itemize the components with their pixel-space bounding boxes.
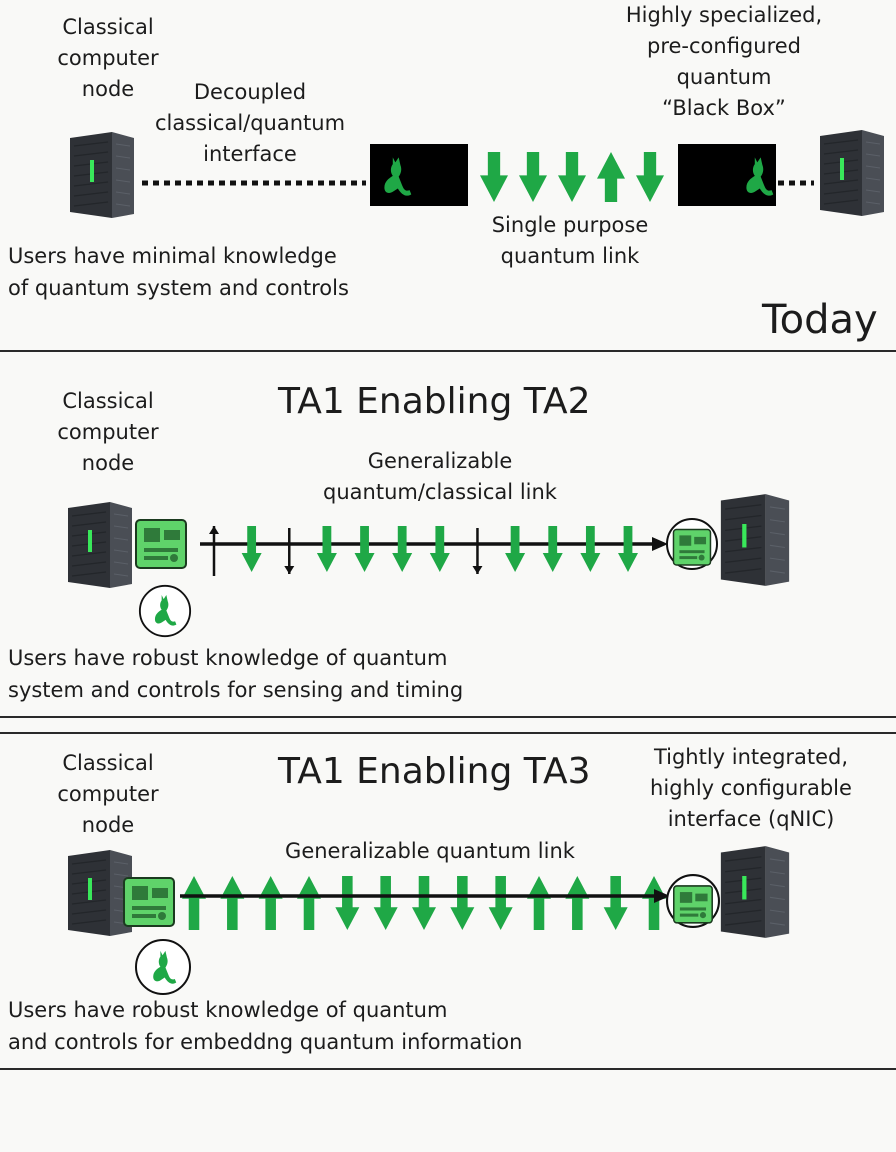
node-label: Classical computer node: [57, 751, 159, 837]
panel-ta2: Classical computer node TA1 Enabling TA2…: [0, 366, 896, 718]
node-label: Classical computer node: [57, 15, 159, 101]
arrow-down-icon: [429, 526, 450, 572]
server-icon: [716, 492, 794, 588]
arrow-up-icon: [565, 876, 590, 930]
arrow-down-icon: [519, 152, 547, 202]
arrow-up-icon: [597, 152, 625, 202]
cat-icon: [134, 938, 192, 996]
users-text: Users have robust knowledge of quantum a…: [8, 998, 523, 1054]
link-arrowhead-icon: [652, 537, 668, 551]
chip-icon: [122, 876, 176, 928]
panel-today: Classical computer node Decoupled classi…: [0, 0, 896, 352]
classical-arrow-down-icon: [284, 566, 295, 574]
server-icon: [64, 500, 136, 590]
blackbox-left: [370, 144, 468, 206]
users-text: Users have minimal knowledge of quantum …: [8, 244, 349, 300]
server-icon: [716, 844, 794, 940]
link-label: Single purpose quantum link: [491, 213, 649, 268]
arrow-down-icon: [241, 526, 262, 572]
node-label: Classical computer node: [57, 389, 159, 475]
quantum-link-arrows: [480, 152, 664, 202]
arrow-up-icon: [182, 876, 206, 930]
panel-title: TA1 Enabling TA3: [278, 751, 591, 792]
arrow-down-icon: [636, 152, 664, 202]
users-text: Users have robust knowledge of quantum s…: [8, 646, 464, 702]
arrow-down-icon: [558, 152, 586, 202]
divider: [0, 732, 896, 734]
qnic-label: Tightly integrated, highly configurable …: [650, 745, 852, 831]
arrow-down-icon: [373, 876, 398, 930]
chip-icon: [666, 874, 720, 928]
link-label: Generalizable quantum link: [285, 839, 575, 863]
cat-icon: [138, 584, 192, 638]
arrow-down-icon: [450, 876, 475, 930]
arrow-down-icon: [505, 526, 526, 572]
arrow-down-icon: [354, 526, 375, 572]
blackbox-label: Highly specialized, pre-configured quant…: [625, 3, 823, 120]
era-label: Today: [762, 297, 878, 343]
arrow-up-icon: [220, 876, 245, 930]
server-icon: [816, 128, 888, 218]
link-arrowhead-icon: [654, 889, 670, 903]
right-dotted-line: [776, 172, 816, 186]
arrow-down-icon: [488, 876, 513, 930]
arrow-down-icon: [618, 526, 638, 572]
server-icon: [66, 130, 138, 220]
panel-ta3: Classical computer node TA1 Enabling TA3…: [0, 732, 896, 1070]
quantum-classical-link: [200, 526, 668, 576]
classical-arrow-down-icon: [472, 566, 483, 574]
arrow-down-icon: [412, 876, 436, 930]
chip-icon: [666, 518, 718, 570]
quantum-link: [180, 876, 670, 930]
arrow-down-icon: [392, 526, 413, 572]
arrow-down-icon: [580, 526, 601, 572]
arrow-down-icon: [335, 876, 360, 930]
divider: [0, 716, 896, 718]
interface-dotted-line: [140, 172, 368, 186]
chip-icon: [134, 518, 188, 570]
divider: [0, 1068, 896, 1070]
arrow-up-icon: [527, 876, 551, 930]
arrow-down-icon: [542, 526, 563, 572]
panel-title: TA1 Enabling TA2: [278, 381, 591, 422]
arrow-down-icon: [603, 876, 628, 930]
interface-label: Decoupled classical/quantum interface: [154, 80, 346, 166]
link-label: Generalizable quantum/classical link: [323, 449, 557, 504]
classical-arrow-up-icon: [209, 526, 219, 534]
arrow-down-icon: [480, 152, 508, 202]
divider: [0, 350, 896, 352]
blackbox-right: [678, 144, 776, 206]
arrow-up-icon: [258, 876, 283, 930]
arrow-down-icon: [316, 526, 337, 572]
arrow-up-icon: [297, 876, 321, 930]
